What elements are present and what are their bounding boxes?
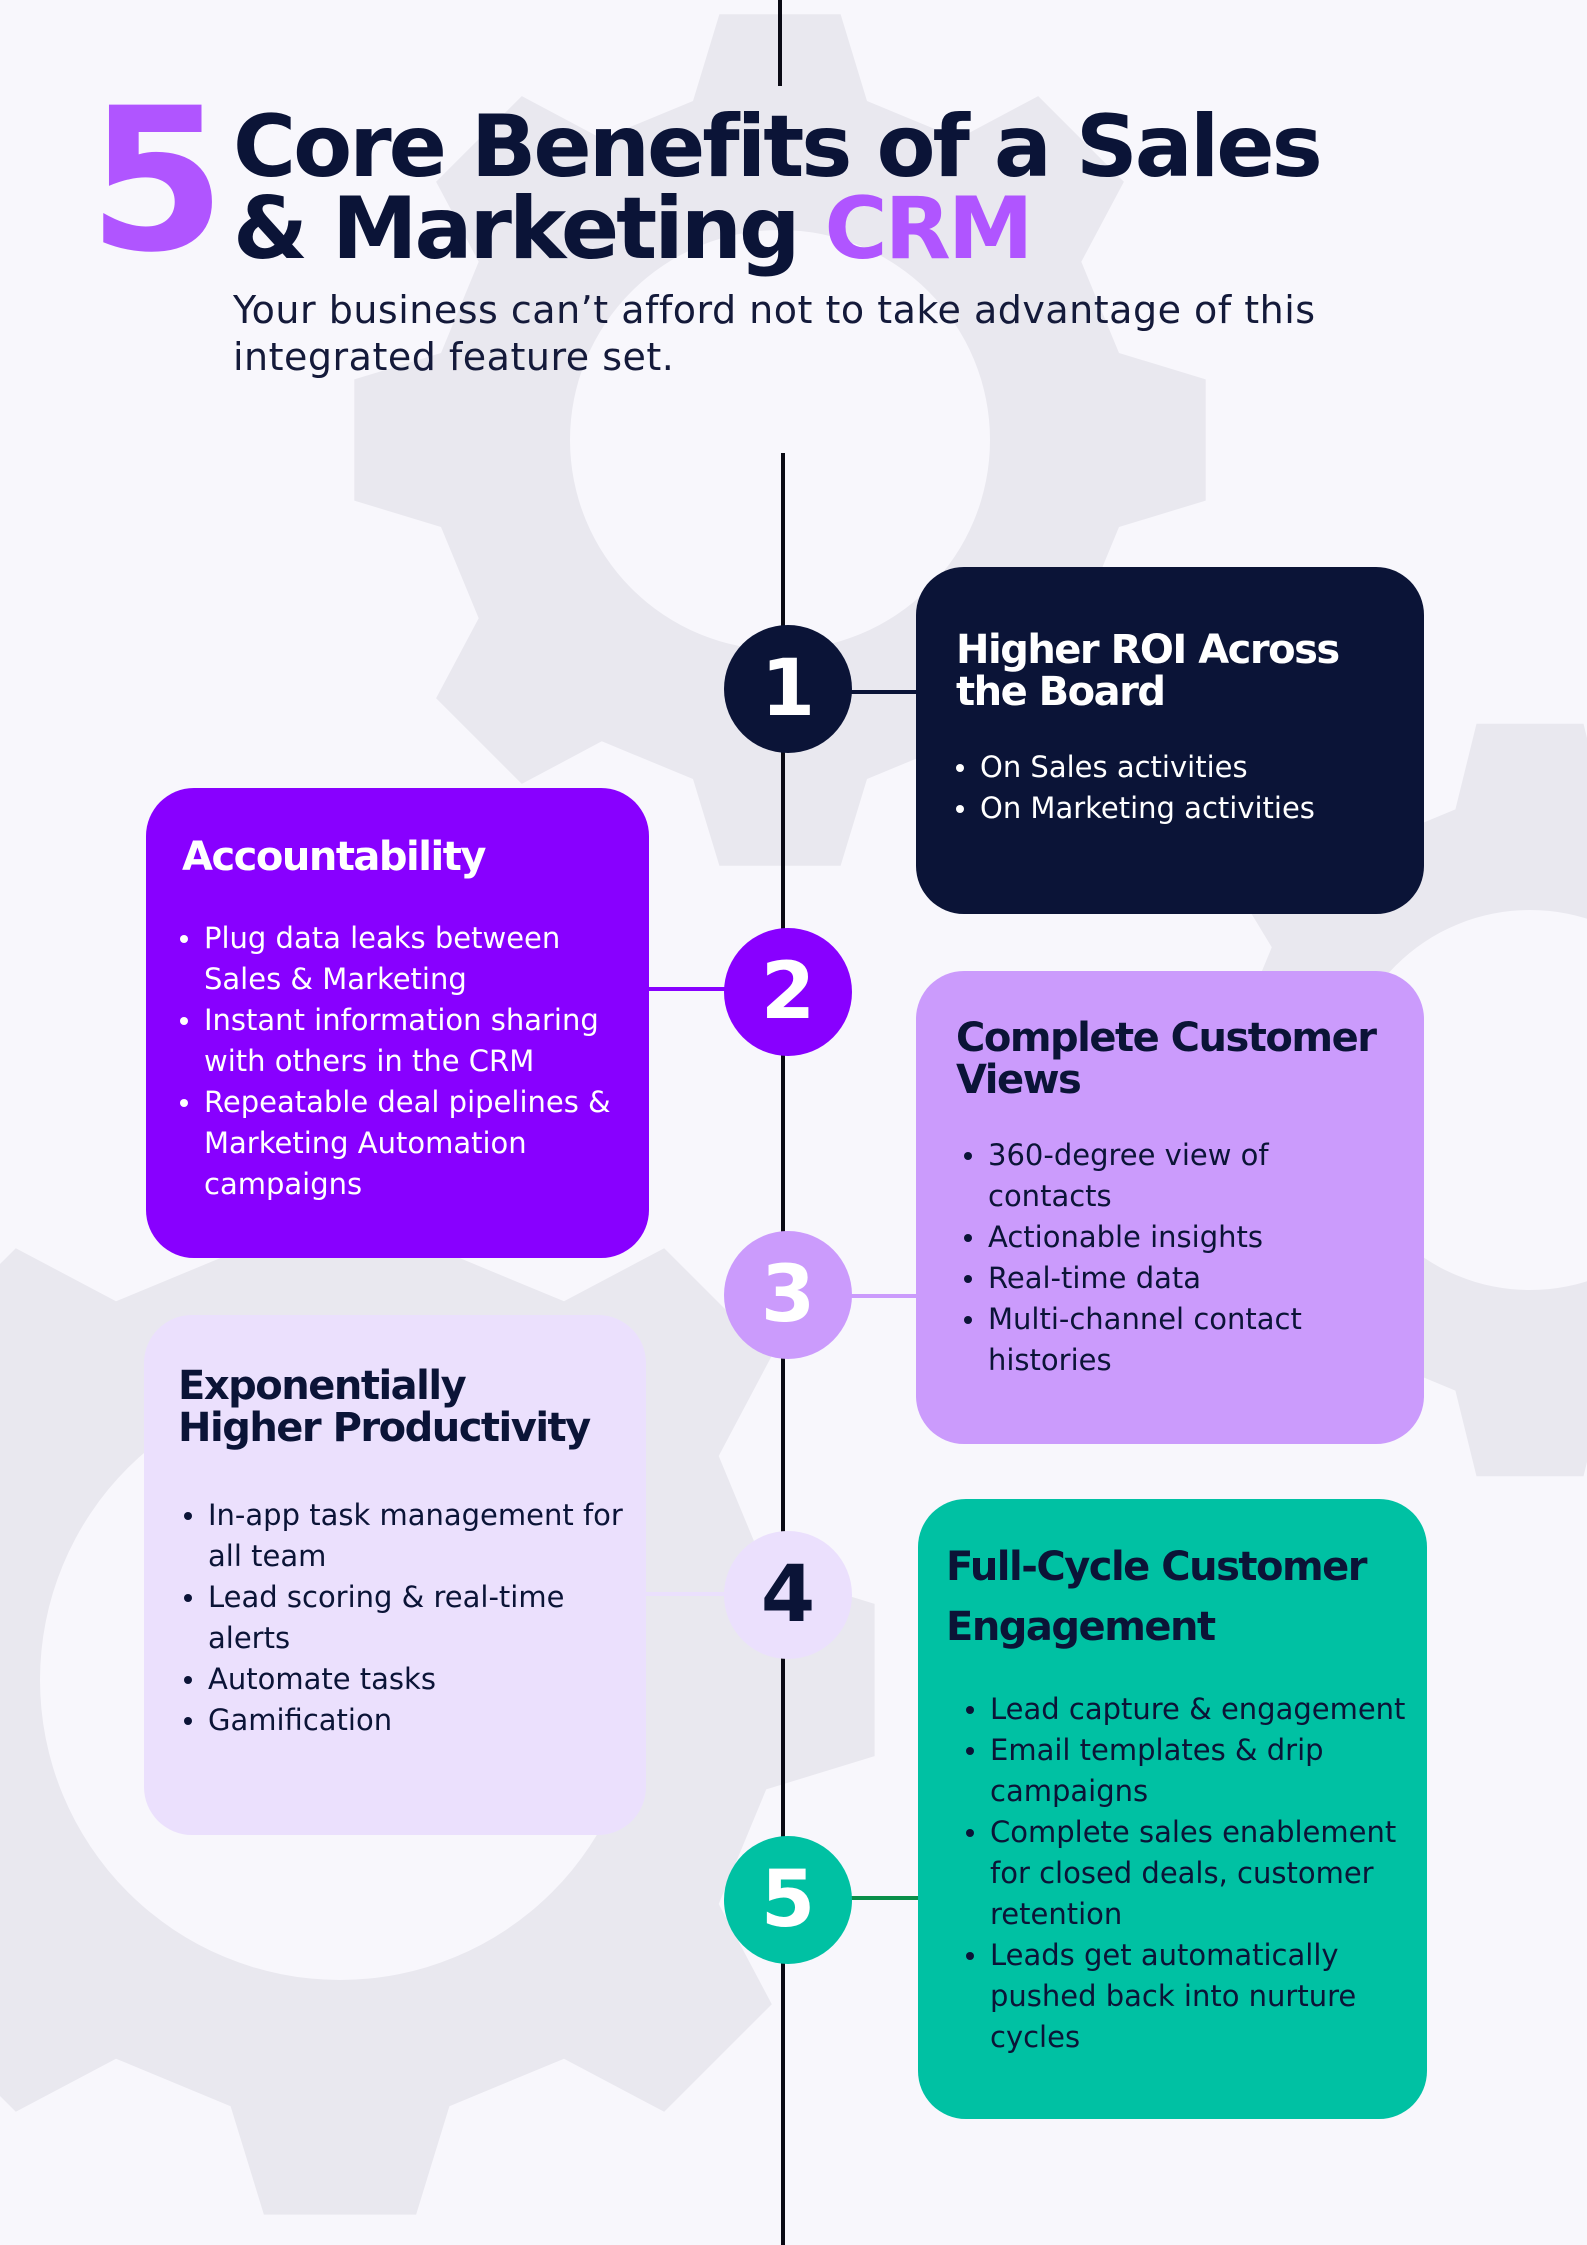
- list-item: Complete sales enablement for closed dea…: [966, 1812, 1430, 1935]
- step-5-badge: 5: [724, 1836, 852, 1964]
- title-line-1: Core Benefits of a Sales: [233, 97, 1323, 197]
- benefit-title-line: Complete Customer: [956, 1015, 1377, 1061]
- benefit-title-line: Higher Productivity: [178, 1405, 591, 1451]
- subtitle-line-1: Your business can’t afford not to take a…: [233, 288, 1316, 332]
- list-item: Actionable insights: [964, 1217, 1368, 1258]
- benefit-list: In-app task management for all team Lead…: [178, 1495, 628, 1741]
- benefit-title-line: Higher ROI Across: [956, 627, 1340, 673]
- timeline-top-line: [778, 0, 782, 86]
- benefit-card-accountability: Accountability Plug data leaks between S…: [146, 788, 649, 1258]
- benefit-card-productivity: Exponentially Higher Productivity In-app…: [144, 1315, 646, 1835]
- step-4-badge: 4: [724, 1531, 852, 1659]
- benefit-title: Higher ROI Across the Board: [956, 627, 1340, 715]
- page-title: Core Benefits of a Sales & Marketing CRM: [233, 97, 1533, 272]
- benefit-title-line: Engagement: [946, 1604, 1216, 1650]
- benefit-title-line: Exponentially: [178, 1363, 467, 1409]
- benefit-title-line: Views: [956, 1057, 1082, 1103]
- benefit-title-line: Full-Cycle Customer: [946, 1544, 1368, 1590]
- benefit-title-line: Accountability: [182, 834, 486, 880]
- list-item: Leads get automatically pushed back into…: [966, 1935, 1430, 2058]
- list-item: Lead capture & engagement: [966, 1689, 1430, 1730]
- title-accent: CRM: [824, 179, 1034, 279]
- step-3-badge: 3: [724, 1231, 852, 1359]
- step-1-badge: 1: [724, 625, 852, 753]
- list-item: Instant information sharing with others …: [180, 1000, 644, 1082]
- title-line-2-main: & Marketing: [233, 179, 825, 279]
- benefit-title: Full-Cycle Customer Engagement: [946, 1537, 1368, 1657]
- list-item: 360-degree view of contacts: [964, 1135, 1368, 1217]
- connector-5: [848, 1896, 920, 1900]
- benefit-title: Exponentially Higher Productivity: [178, 1363, 591, 1451]
- benefit-card-customer-views: Complete Customer Views 360-degree view …: [916, 971, 1424, 1444]
- benefit-title: Accountability: [182, 832, 486, 882]
- list-item: On Sales activities: [956, 747, 1420, 788]
- connector-2: [648, 987, 728, 991]
- subtitle-line-2: integrated feature set.: [233, 335, 675, 379]
- list-item: Gamification: [184, 1700, 628, 1741]
- benefit-title-line: the Board: [956, 669, 1166, 715]
- benefit-list: Lead capture & engagement Email template…: [960, 1689, 1430, 2058]
- list-item: Repeatable deal pipelines & Marketing Au…: [180, 1082, 644, 1205]
- list-item: Automate tasks: [184, 1659, 628, 1700]
- connector-4: [645, 1592, 728, 1596]
- benefit-list: 360-degree view of contacts Actionable i…: [958, 1135, 1368, 1381]
- subtitle: Your business can’t afford not to take a…: [233, 287, 1383, 381]
- benefit-list: Plug data leaks between Sales & Marketin…: [174, 918, 644, 1205]
- connector-3: [848, 1294, 918, 1298]
- headline-number: 5: [88, 65, 226, 296]
- connector-1: [848, 690, 918, 694]
- benefit-list: On Sales activities On Marketing activit…: [950, 747, 1420, 829]
- list-item: Multi-channel contact histories: [964, 1299, 1368, 1381]
- list-item: Real-time data: [964, 1258, 1368, 1299]
- list-item: In-app task management for all team: [184, 1495, 628, 1577]
- list-item: Plug data leaks between Sales & Marketin…: [180, 918, 644, 1000]
- list-item: Email templates & drip campaigns: [966, 1730, 1430, 1812]
- benefit-card-engagement: Full-Cycle Customer Engagement Lead capt…: [918, 1499, 1427, 2119]
- step-2-badge: 2: [724, 928, 852, 1056]
- gear-icon: [0, 1145, 875, 2215]
- list-item: Lead scoring & real-time alerts: [184, 1577, 628, 1659]
- benefit-card-higher-roi: Higher ROI Across the Board On Sales act…: [916, 567, 1424, 914]
- list-item: On Marketing activities: [956, 788, 1420, 829]
- title-line-2: & Marketing CRM: [233, 186, 1533, 272]
- benefit-title: Complete Customer Views: [956, 1015, 1377, 1103]
